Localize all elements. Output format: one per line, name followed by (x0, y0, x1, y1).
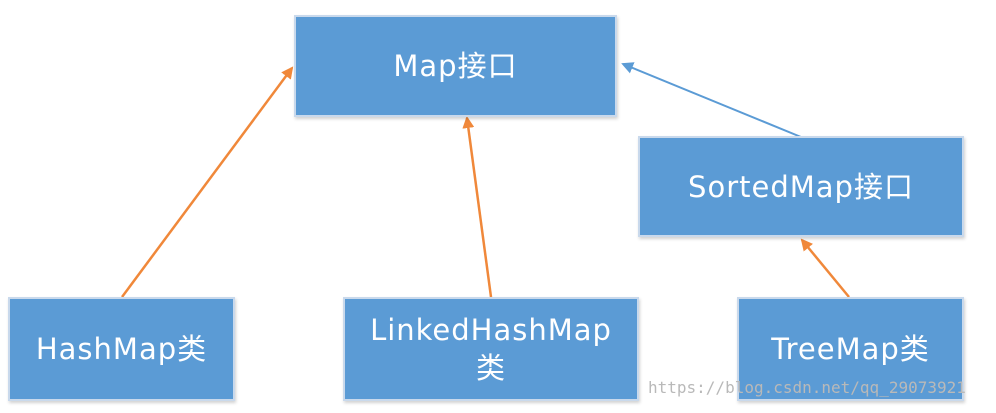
map-interface-label: Map接口 (393, 49, 518, 83)
hashmap-class-node: HashMap类 (8, 297, 235, 401)
sortedmap-interface-node: SortedMap接口 (638, 136, 964, 237)
arrow-linkedhashmap-to-map (462, 116, 493, 298)
hashmap-class-label: HashMap类 (35, 332, 208, 366)
arrow-treemap-to-sortedmap (800, 238, 850, 298)
linkedhashmap-class-node: LinkedHashMap 类 (343, 297, 639, 401)
map-interface-node: Map接口 (294, 15, 617, 117)
arrow-sortedmap-to-map (621, 62, 802, 138)
treemap-class-node: TreeMap类 (737, 297, 964, 401)
linkedhashmap-class-label: LinkedHashMap 类 (370, 313, 612, 385)
sortedmap-interface-label: SortedMap接口 (688, 169, 914, 204)
arrow-hashmap-to-map (120, 66, 294, 298)
treemap-class-label: TreeMap类 (771, 332, 930, 366)
watermark-text: https://blog.csdn.net/qq_29073921 (648, 378, 966, 397)
